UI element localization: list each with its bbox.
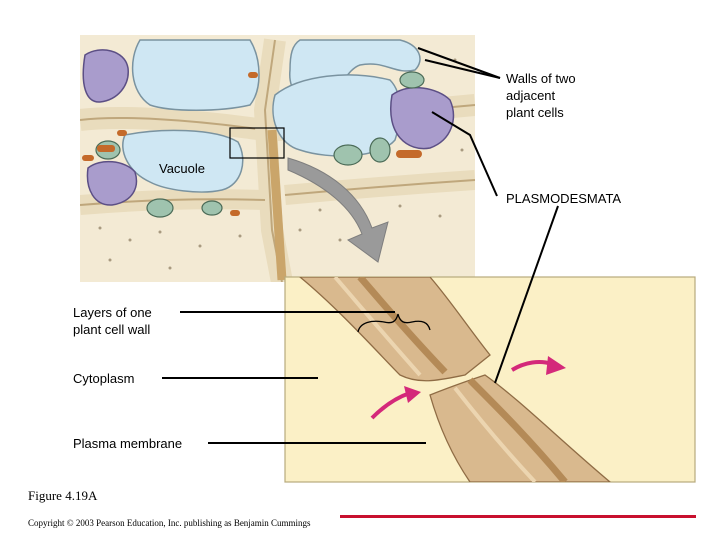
leader-plasmodesmata-upper <box>431 111 498 197</box>
label-plasmodesmata: PLASMODESMATA <box>506 191 622 206</box>
chloroplast <box>201 200 223 216</box>
copyright-notice: Copyright © 2003 Pearson Education, Inc.… <box>28 518 311 528</box>
leader-lines <box>162 47 559 444</box>
nucleus <box>390 87 455 150</box>
leader-walls-2 <box>424 59 501 79</box>
plant-cells-illustration <box>80 35 475 282</box>
label-layers-of-one-wall: Layers of one plant cell wall <box>73 305 152 337</box>
footer-rule <box>340 515 696 518</box>
leader-plasmodesmata-lower <box>494 205 559 384</box>
chloroplast <box>369 137 391 163</box>
mitochondrion <box>230 210 240 216</box>
zoom-arrow <box>287 157 389 263</box>
plasmodesma-inset <box>284 276 696 483</box>
chloroplast <box>146 198 174 218</box>
figure-caption: Figure 4.19A <box>28 488 98 503</box>
vacuole-center-right <box>272 74 401 157</box>
leader-walls-1 <box>417 47 501 79</box>
mitochondrion <box>248 72 258 78</box>
chloroplast <box>333 144 363 166</box>
wall-layers-bracket <box>357 313 431 333</box>
chloroplast <box>399 71 425 89</box>
nucleus <box>82 49 129 103</box>
mitochondrion <box>82 155 94 161</box>
label-plasma-membrane: Plasma membrane <box>73 436 183 451</box>
mitochondrion <box>117 130 127 136</box>
label-walls-adjacent-cells: Walls of two adjacent plant cells <box>506 71 576 120</box>
vacuole-upper-left <box>131 39 260 111</box>
mitochondrion <box>97 145 115 152</box>
zoom-region-box <box>229 127 285 159</box>
label-cytoplasm: Cytoplasm <box>73 371 135 386</box>
label-vacuole: Vacuole <box>159 161 206 176</box>
mitochondrion <box>396 150 422 158</box>
nucleus <box>86 160 138 206</box>
